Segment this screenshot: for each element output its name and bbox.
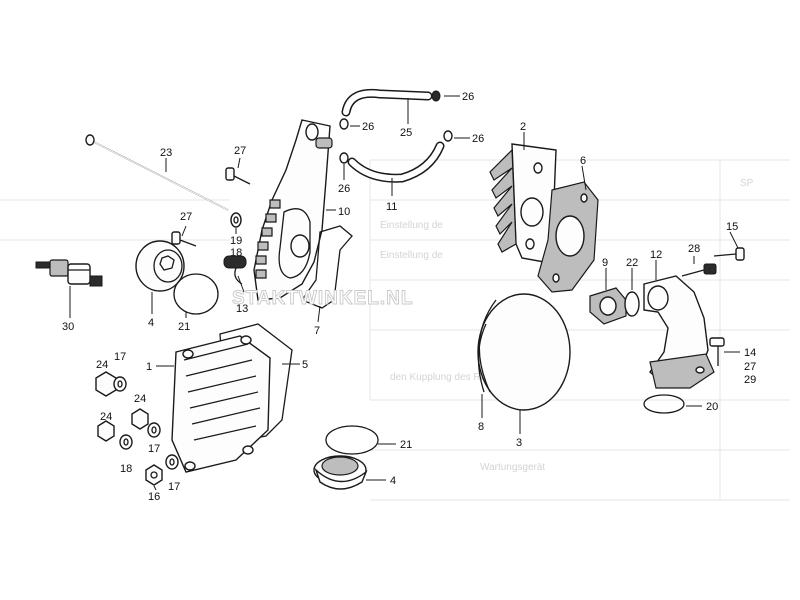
part-11-hose <box>347 141 445 183</box>
callout-21-lower: 21 <box>400 439 412 451</box>
part-1-cylinder-head <box>171 335 271 473</box>
part-17-washers <box>113 376 179 470</box>
callout-7: 7 <box>314 325 320 337</box>
part-12-intake-manifold <box>643 275 715 389</box>
callout-25: 25 <box>400 127 412 139</box>
callout-11: 11 <box>386 201 397 213</box>
part-7-gasket <box>300 225 353 309</box>
part-13-clip <box>223 255 247 285</box>
callout-20: 20 <box>706 401 718 413</box>
callout-17-a: 17 <box>114 351 126 363</box>
part-27-bolt-b <box>171 231 197 247</box>
callout-2: 2 <box>520 121 526 133</box>
callout-24-c: 24 <box>134 393 146 405</box>
part-25-hose <box>341 88 433 117</box>
bg-row-c: Wartungsgerät <box>480 462 545 473</box>
part-21-o-ring <box>173 273 219 315</box>
part-14-bolt <box>709 337 725 366</box>
callout-4-lower: 4 <box>390 475 396 487</box>
callout-13: 13 <box>236 303 248 315</box>
part-3-filter-cover <box>477 293 571 411</box>
part-2-reed-block <box>489 143 557 263</box>
part-9-flange-gasket <box>589 287 627 325</box>
callout-27-a: 27 <box>234 145 246 157</box>
part-22-o-ring <box>624 291 640 317</box>
bg-col-header: SP <box>740 178 754 189</box>
callout-19: 19 <box>230 235 242 247</box>
callout-21: 21 <box>178 321 190 333</box>
bg-note: den Kupplung des Rahmen zuverlässig <box>390 372 564 383</box>
part-4-cap-lower <box>313 455 368 490</box>
callout-27-b: 27 <box>180 211 192 223</box>
part-20-gasket <box>643 394 685 414</box>
callout-labels: 1 2 3 4 4 5 6 7 8 9 10 11 12 13 14 15 16… <box>62 91 756 503</box>
callout-27-c: 27 <box>744 361 756 373</box>
callout-9: 9 <box>602 257 608 269</box>
callout-6: 6 <box>580 155 586 167</box>
bg-row-b: Einstellung de <box>380 250 443 261</box>
callout-1: 1 <box>146 361 152 373</box>
callout-12: 12 <box>650 249 662 261</box>
callout-23: 23 <box>160 147 172 159</box>
part-28-bolt <box>681 263 717 277</box>
part-10-side-cover <box>253 119 333 301</box>
callout-5: 5 <box>302 359 308 371</box>
part-24-cap-nuts <box>95 371 149 442</box>
part-6-gasket <box>537 181 599 293</box>
callout-8: 8 <box>478 421 484 433</box>
callout-10: 10 <box>338 206 350 218</box>
part-15-bolt <box>713 247 745 261</box>
callout-4: 4 <box>148 317 154 329</box>
callout-15: 15 <box>726 221 738 233</box>
callout-29: 29 <box>744 374 756 386</box>
callout-14: 14 <box>744 347 756 359</box>
part-16-nut <box>145 464 163 486</box>
part-4-cap <box>135 240 185 292</box>
callout-24-a: 24 <box>96 359 108 371</box>
callout-24-b: 24 <box>100 411 112 423</box>
callout-26-d: 26 <box>338 183 350 195</box>
callout-26-b: 26 <box>362 121 374 133</box>
callout-22: 22 <box>626 257 638 269</box>
callout-26-c: 26 <box>472 133 484 145</box>
part-26-hose-clips <box>339 90 453 164</box>
callout-18-a: 18 <box>230 247 242 259</box>
part-19-washer <box>230 212 242 228</box>
background-table <box>0 159 790 501</box>
leader-lines <box>69 95 740 491</box>
part-18-washers <box>119 434 133 450</box>
part-23-stud-bolt <box>85 134 229 211</box>
bg-row-a: Einstellung de <box>380 220 443 231</box>
callout-17-c: 17 <box>168 481 180 493</box>
callout-28: 28 <box>688 243 700 255</box>
callout-17-b: 17 <box>148 443 160 455</box>
callout-3: 3 <box>516 437 522 449</box>
part-8-ring <box>478 299 497 393</box>
callout-26-a: 26 <box>462 91 474 103</box>
callout-30: 30 <box>62 321 74 333</box>
part-30-spark-plug <box>35 259 103 287</box>
callout-16: 16 <box>148 491 160 503</box>
watermark: STAKTWINKEL.NL <box>232 288 413 309</box>
part-27-bolt <box>225 167 251 185</box>
part-21-o-ring-lower <box>325 425 379 455</box>
callout-18-b: 18 <box>120 463 132 475</box>
